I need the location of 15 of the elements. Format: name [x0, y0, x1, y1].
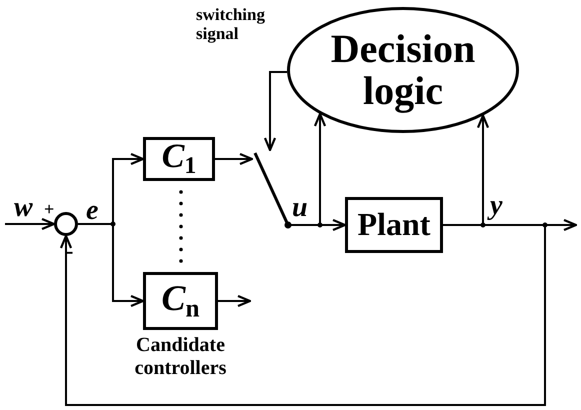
block-label: C$_{1}$ [162, 139, 196, 179]
node-label: Candidate controllers [134, 334, 228, 380]
block-label: C$_{n}$ [161, 280, 200, 322]
connector-arrow [264, 71, 288, 152]
signal-arrow [218, 294, 252, 308]
signal-label: u [292, 194, 308, 222]
block-label: Plant [358, 208, 430, 242]
block-label: Decision logic [330, 28, 476, 112]
signal-arrow [5, 218, 56, 230]
sign-label: + [44, 200, 54, 218]
connector-arrow [215, 152, 254, 166]
sign-label: - [66, 240, 74, 262]
signal-label: e [86, 197, 98, 225]
connector-arrow [60, 224, 546, 406]
signal-label: w [14, 194, 33, 222]
